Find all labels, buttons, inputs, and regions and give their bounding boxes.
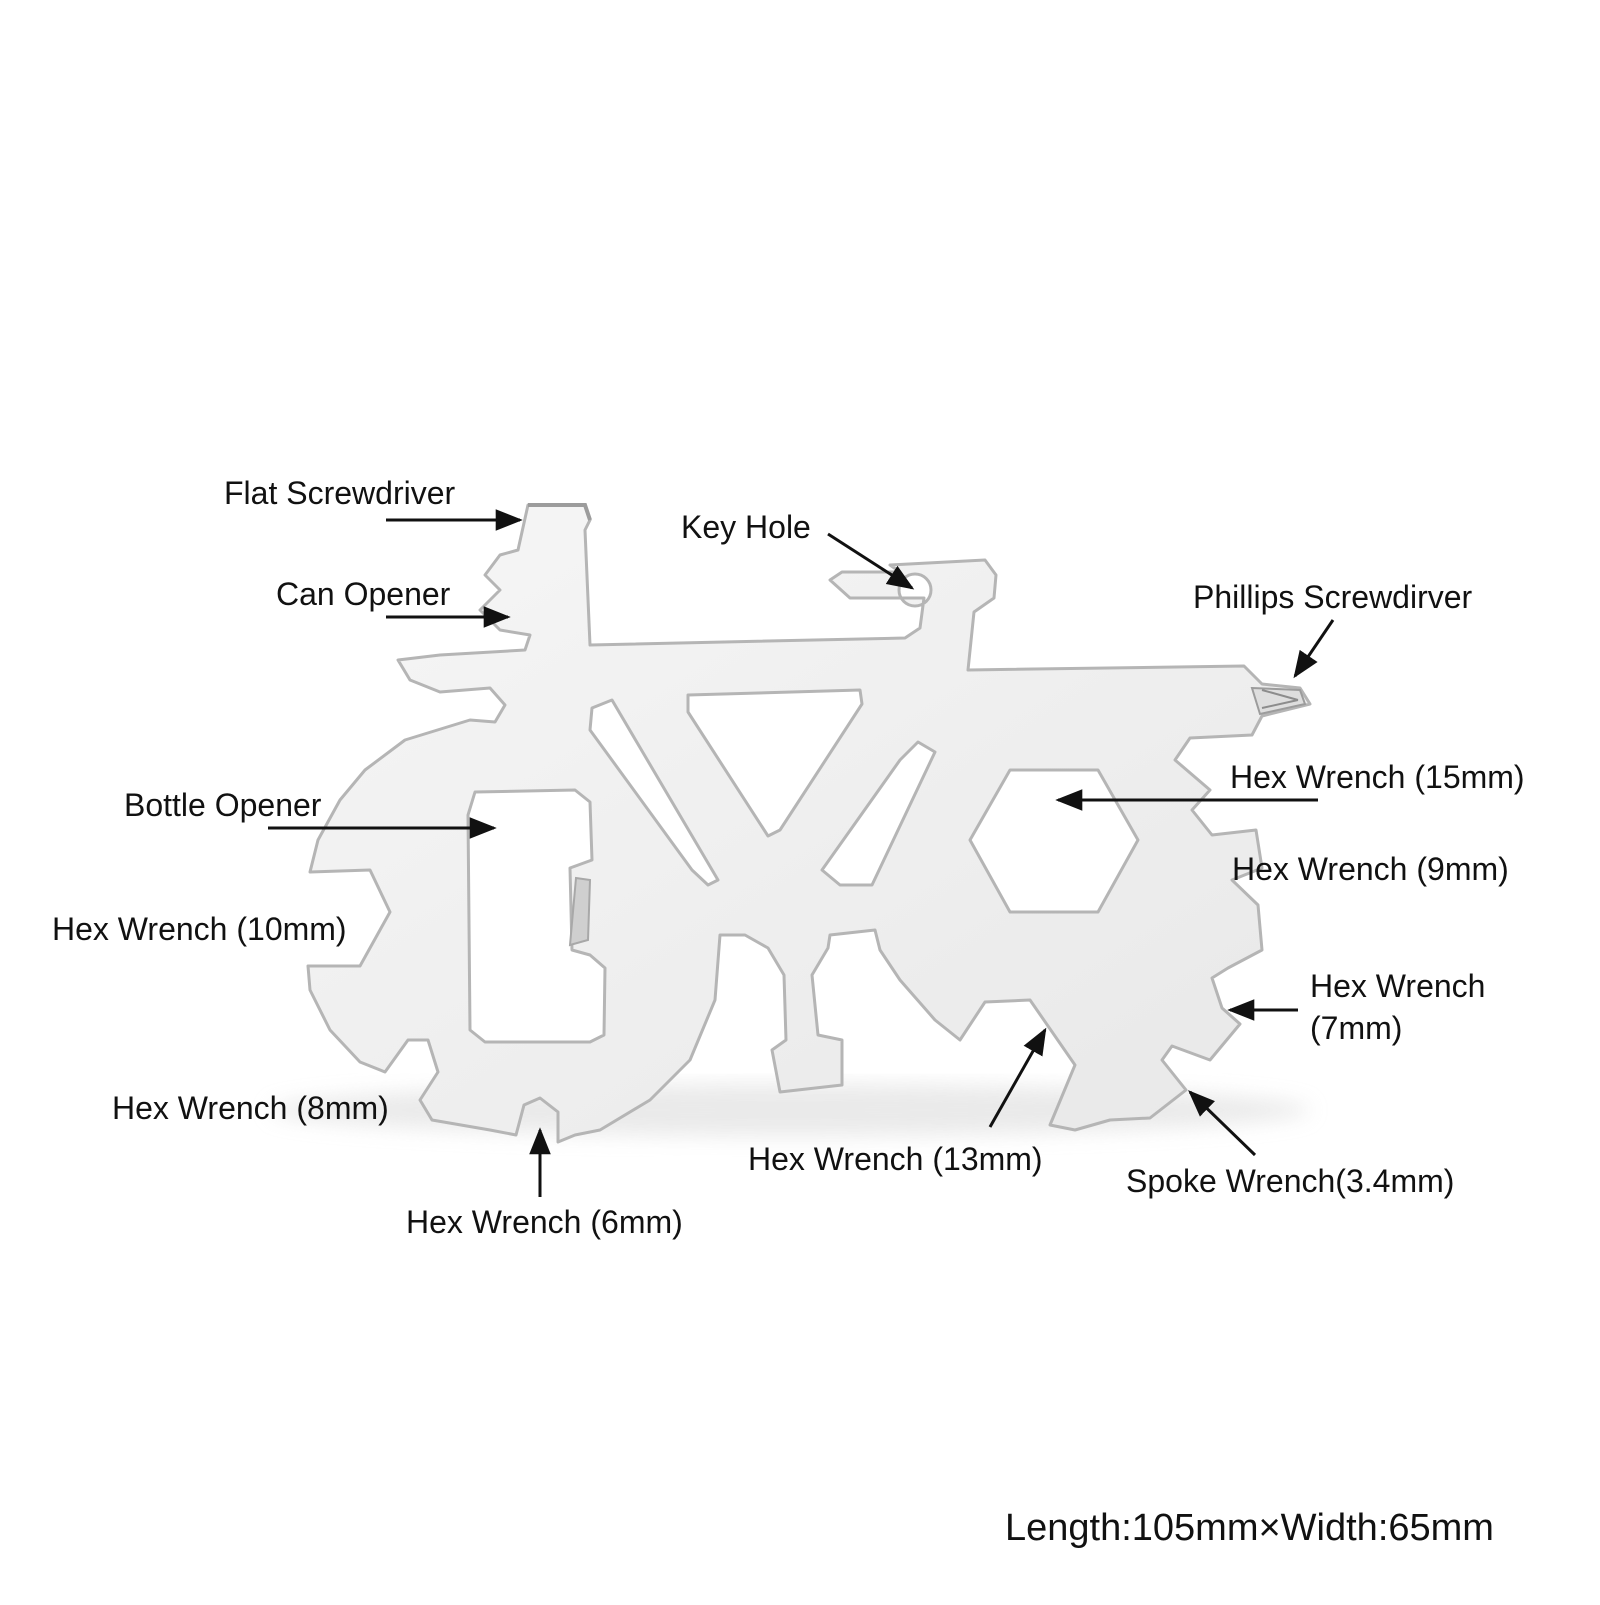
flat-screwdriver-bevel	[528, 503, 592, 521]
label-hex-wrench-15: Hex Wrench (15mm)	[1230, 759, 1525, 795]
label-flat-screwdriver: Flat Screwdriver	[224, 475, 456, 511]
label-hex-wrench-9: Hex Wrench (9mm)	[1232, 851, 1509, 887]
label-hex-wrench-13: Hex Wrench (13mm)	[748, 1141, 1043, 1177]
label-spoke-wrench: Spoke Wrench(3.4mm)	[1126, 1163, 1455, 1199]
arrow-phillips	[1293, 619, 1335, 679]
arrow-spoke	[1188, 1090, 1257, 1157]
label-hex-wrench-10: Hex Wrench (10mm)	[52, 911, 347, 947]
label-can-opener: Can Opener	[276, 576, 451, 612]
arrow-key-hole	[827, 532, 915, 590]
label-hex-wrench-8: Hex Wrench (8mm)	[112, 1090, 389, 1126]
phillips-tip-groove	[1261, 689, 1299, 709]
dimensions-caption: Length:105mm×Width:65mm	[1005, 1507, 1494, 1549]
label-hex-wrench-7-line2: (7mm)	[1310, 1010, 1403, 1046]
label-bottle-opener: Bottle Opener	[124, 787, 322, 823]
bike-tool-body	[306, 503, 1312, 1144]
label-key-hole: Key Hole	[681, 509, 811, 545]
label-hex-wrench-7-line1: Hex Wrench	[1310, 968, 1486, 1004]
label-hex-wrench-6: Hex Wrench (6mm)	[406, 1204, 683, 1240]
arrow-hex-13	[988, 1027, 1047, 1128]
label-phillips-screwdriver: Phillips Screwdirver	[1193, 579, 1473, 615]
callout-arrows	[268, 509, 1335, 1197]
bottle-opener-lip	[568, 876, 592, 947]
